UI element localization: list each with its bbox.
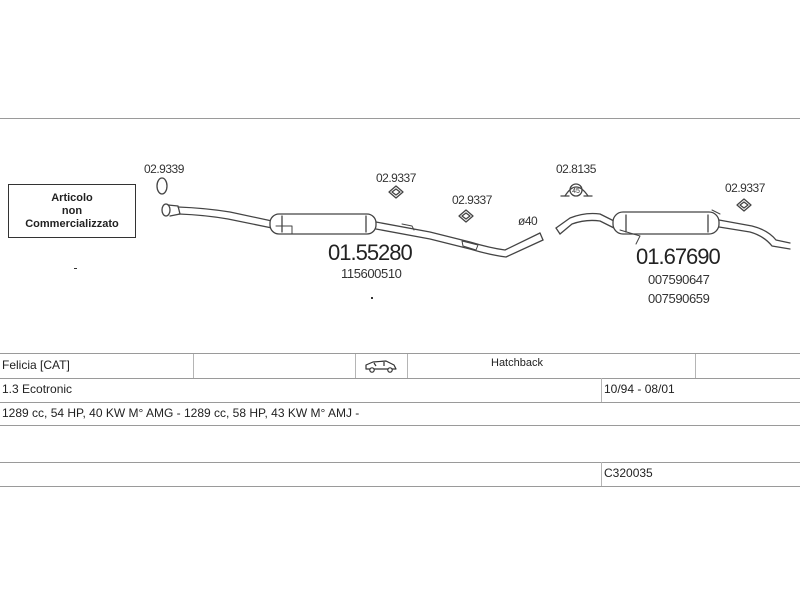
clamp-size-label: 45: [572, 188, 580, 195]
cell-divider: [407, 354, 408, 378]
clamp-code: 02.8135: [556, 162, 596, 176]
stray-mark: [74, 268, 77, 269]
box-line-3: Commercializzato: [25, 217, 119, 230]
cell-divider: [695, 354, 696, 378]
middle-silencer-ref: 115600510: [341, 266, 402, 281]
rubber-mount-icon: [388, 185, 404, 199]
vehicle-engine: 1.3 Ecotronic: [2, 382, 73, 396]
car-hatchback-icon: [365, 360, 397, 373]
rear-silencer-code: 01.67690: [636, 244, 721, 269]
rubber-mount-icon: [736, 198, 752, 212]
rear-silencer: [612, 209, 791, 250]
clamp-icon: [560, 183, 593, 197]
box-line-1: Articolo: [51, 191, 93, 204]
pipe-diameter: ø40: [518, 214, 538, 228]
ring-gasket-icon: [156, 177, 168, 195]
table-rule-2: [0, 378, 800, 379]
cell-divider: [601, 462, 602, 486]
cell-divider: [193, 354, 194, 378]
vehicle-body: Hatchback: [491, 357, 543, 369]
vehicle-model: Felicia [CAT]: [2, 358, 70, 372]
vehicle-period: 10/94 - 08/01: [604, 382, 675, 396]
rear-pipe: [555, 212, 617, 235]
rubber-mount-left-code: 02.9337: [376, 171, 416, 185]
rubber-mount-right-code: 02.9337: [725, 181, 765, 195]
table-rule-1: [0, 353, 800, 354]
intermediate-pipe: [375, 221, 544, 258]
table-rule-3: [0, 402, 800, 403]
rubber-mount-icon: [458, 209, 474, 223]
table-rule-6: [0, 486, 800, 487]
front-pipe: [161, 203, 273, 229]
not-available-box: Articolo non Commercializzato: [8, 184, 136, 238]
cell-divider: [355, 354, 356, 378]
exhaust-diagram: 45: [156, 177, 791, 258]
top-rule: [0, 118, 800, 119]
rear-silencer-ref-1: 007590647: [648, 272, 710, 287]
cell-divider: [601, 378, 602, 402]
middle-silencer: [269, 213, 377, 235]
middle-silencer-code: 01.55280: [328, 240, 413, 265]
vehicle-specs: 1289 cc, 54 HP, 40 KW M° AMG - 1289 cc, …: [2, 406, 360, 420]
rubber-mount-mid-code: 02.9337: [452, 193, 492, 207]
catalog-code: C320035: [604, 466, 653, 480]
ring-gasket-code: 02.9339: [144, 162, 184, 176]
box-line-2: non: [61, 204, 83, 217]
stray-mark: [371, 297, 373, 299]
table-rule-5: [0, 462, 800, 463]
rear-silencer-ref-2: 007590659: [648, 291, 710, 306]
table-rule-4: [0, 425, 800, 426]
